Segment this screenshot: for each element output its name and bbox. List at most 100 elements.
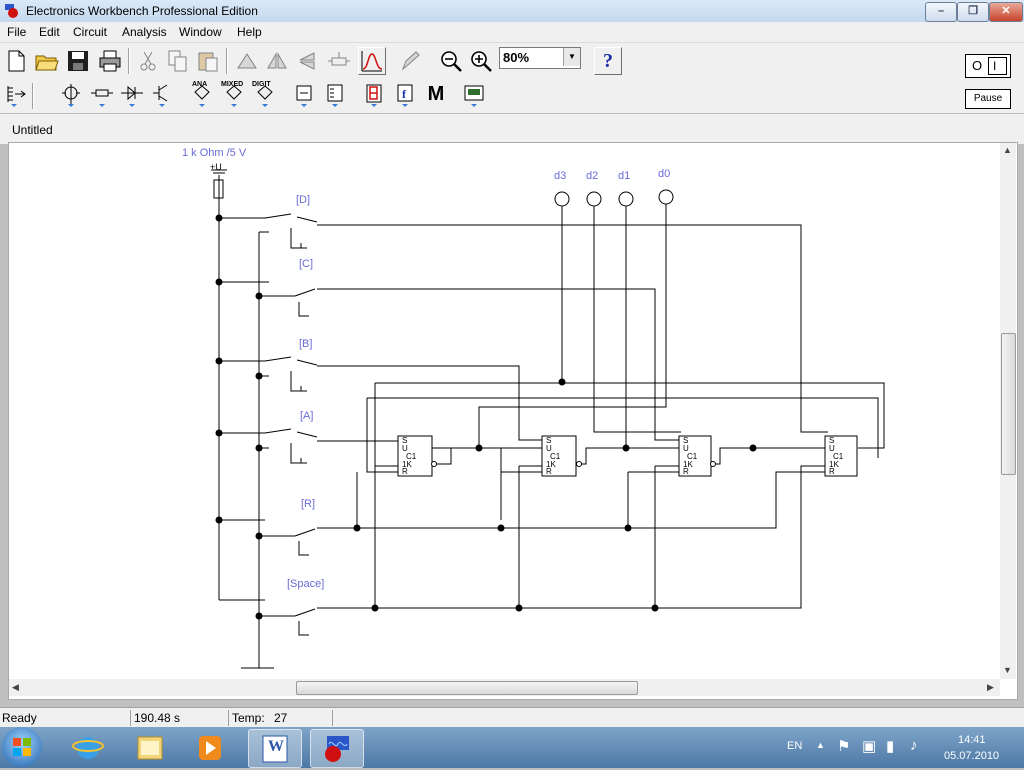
zoom-out-button[interactable]	[437, 47, 465, 75]
power-off-label: O	[972, 58, 983, 73]
scroll-left-icon[interactable]: ◀	[12, 682, 19, 692]
media-player-icon	[199, 736, 221, 760]
sources-bin-button[interactable]	[2, 81, 30, 109]
chevron-down-icon[interactable]: ▼	[563, 48, 580, 66]
tray-flag-icon[interactable]: ⚑	[837, 738, 851, 755]
digital-bin-button[interactable]	[321, 81, 349, 109]
minimize-button[interactable]: –	[925, 2, 957, 22]
paste-button[interactable]	[194, 47, 222, 75]
parts-bin-toolbar: ANA MIXED DIGIT f M Pause	[0, 78, 1024, 114]
scroll-right-icon[interactable]: ▶	[987, 682, 994, 692]
ff2-pin-1k: 1K	[546, 460, 556, 469]
controls-bin-button[interactable]: f	[391, 81, 419, 109]
status-state: Ready	[0, 710, 131, 726]
circuit-canvas[interactable]: S U C1 1K R S U C1 1K R S U C1 1K R S U …	[8, 142, 1018, 700]
diodes-bin-button[interactable]	[118, 81, 146, 109]
copy-button[interactable]	[164, 47, 192, 75]
window-title: Electronics Workbench Professional Editi…	[26, 4, 258, 18]
flip-horizontal-icon	[267, 52, 287, 69]
scroll-up-icon[interactable]: ▲	[1003, 145, 1012, 155]
cut-button[interactable]	[134, 47, 162, 75]
diode-icon	[121, 85, 143, 107]
ff2-pin-u: U	[546, 444, 552, 453]
rotate-button[interactable]	[233, 47, 261, 75]
zoom-level-select[interactable]: 80% ▼	[499, 47, 581, 69]
clock-time[interactable]: 14:41	[958, 734, 986, 746]
power-switch[interactable]: O I	[965, 54, 1011, 78]
taskbar-word-button[interactable]: W	[248, 729, 302, 768]
new-file-icon	[8, 50, 25, 72]
ff3-pin-r: R	[683, 467, 689, 476]
probe-d3[interactable]	[554, 191, 570, 207]
miscellaneous-bin-button[interactable]: M	[422, 81, 450, 109]
menu-file[interactable]: File	[7, 25, 27, 39]
language-indicator[interactable]: EN	[787, 740, 803, 752]
network-icon[interactable]: ▮	[886, 738, 895, 755]
switch-label-space: [Space]	[287, 578, 324, 590]
help-button[interactable]: ?	[594, 47, 622, 75]
instruments-bin-button[interactable]	[460, 81, 488, 109]
scroll-down-icon[interactable]: ▼	[1003, 665, 1012, 675]
instrument-icon	[464, 85, 484, 107]
taskbar-explorer-button[interactable]	[124, 729, 176, 766]
open-button[interactable]	[33, 47, 61, 75]
print-button[interactable]	[96, 47, 124, 75]
supply-label: 1 k Ohm /5 V	[182, 147, 247, 159]
digital-ic-icon	[257, 85, 273, 107]
mixed-ics-bin-button[interactable]: MIXED	[220, 81, 248, 109]
transistors-bin-button[interactable]	[148, 81, 176, 109]
basic-bin-button[interactable]	[57, 81, 85, 109]
analog-ics-bin-button[interactable]: ANA	[188, 81, 216, 109]
menu-window[interactable]: Window	[179, 25, 222, 39]
vertical-scroll-thumb[interactable]	[1001, 333, 1016, 475]
switch-label-r: [R]	[301, 498, 315, 510]
volume-icon[interactable]: ♪	[910, 737, 918, 754]
taskbar-workbench-button[interactable]	[310, 729, 364, 768]
resistor-bin-button[interactable]	[88, 81, 116, 109]
tray-device-icon[interactable]: ▣	[862, 738, 877, 755]
ff4-pin-s: S	[829, 436, 834, 445]
folder-icon	[137, 736, 163, 760]
ff1-pin-c1: C1	[406, 452, 417, 461]
circuit-schematic[interactable]: S U C1 1K R S U C1 1K R S U C1 1K R S U …	[9, 143, 1001, 680]
close-button[interactable]: ✕	[989, 2, 1023, 22]
zoom-in-button[interactable]	[467, 47, 495, 75]
windows-logo-icon	[13, 738, 31, 756]
flip-vertical-button[interactable]	[293, 47, 321, 75]
menu-help[interactable]: Help	[237, 25, 262, 39]
switch-label-d: [D]	[296, 194, 310, 206]
pause-button[interactable]: Pause	[965, 89, 1011, 109]
save-button[interactable]	[64, 47, 92, 75]
horizontal-scroll-thumb[interactable]	[296, 681, 638, 695]
tray-expand-icon[interactable]: ▲	[816, 740, 825, 750]
taskbar-ie-button[interactable]	[62, 729, 114, 766]
open-folder-icon	[35, 55, 59, 71]
digital-ics-bin-button[interactable]: DIGIT	[251, 81, 279, 109]
help-question-icon: ?	[603, 50, 613, 72]
taskbar-media-player-button[interactable]	[184, 729, 236, 766]
pencil-check-button[interactable]	[397, 47, 425, 75]
vertical-scrollbar[interactable]: ▲ ▼	[1000, 143, 1016, 679]
component-properties-button[interactable]	[325, 47, 353, 75]
maximize-button[interactable]: ❐	[957, 2, 989, 22]
flip-horizontal-button[interactable]	[263, 47, 291, 75]
new-file-button[interactable]	[2, 47, 30, 75]
probe-d0[interactable]	[658, 189, 674, 205]
ff1-pin-1k: 1K	[402, 460, 412, 469]
menu-analysis[interactable]: Analysis	[122, 25, 167, 39]
seven-segment-icon	[366, 84, 382, 107]
clock-date[interactable]: 05.07.2010	[944, 750, 1000, 762]
power-toggle-handle[interactable]: I	[988, 57, 1007, 75]
probe-d2[interactable]	[586, 191, 602, 207]
supply-symbol: +U	[210, 162, 222, 172]
horizontal-scrollbar[interactable]: ◀ ▶	[9, 679, 1000, 696]
menu-circuit[interactable]: Circuit	[73, 25, 108, 39]
indicators-bin-button[interactable]	[360, 81, 388, 109]
ff3-pin-1k: 1K	[683, 460, 693, 469]
logic-gates-bin-button[interactable]	[290, 81, 318, 109]
graph-button[interactable]	[358, 47, 386, 75]
menu-edit[interactable]: Edit	[39, 25, 60, 39]
copy-icon	[168, 50, 187, 72]
start-button[interactable]	[2, 727, 42, 767]
probe-d1[interactable]	[618, 191, 634, 207]
